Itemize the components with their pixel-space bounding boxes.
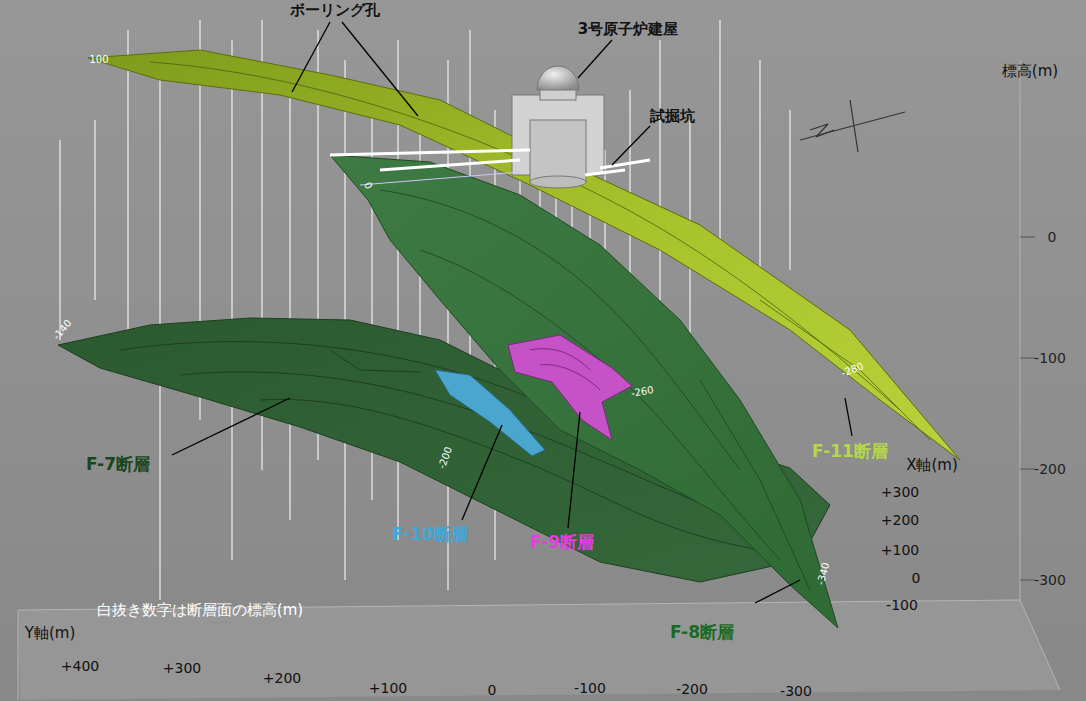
fault-f9 [508,335,632,440]
axis-title: 標高(m) [1002,63,1058,80]
fault-label: F-7断層 [86,455,150,475]
axis-tick: +100 [369,680,407,696]
axis-tick: -100 [574,680,606,696]
axis-tick: +100 [881,542,919,558]
axis-tick: -200 [676,681,708,697]
fault-f11 [88,50,960,460]
leader-lines [172,22,852,603]
axis-tick: 0 [912,570,921,586]
elevation-axis [1020,237,1035,580]
callout-label: 試掘坑 [650,108,695,125]
elevation-number: -280 [839,361,864,380]
axis-tick: +300 [163,660,201,676]
axis-tick: +300 [881,484,919,500]
axis-tick: -300 [780,683,812,699]
axis-tick: -200 [1034,461,1066,477]
fault-label: F-9断層 [530,533,594,553]
callout-label: 3号原子炉建屋 [578,21,678,38]
fault-label: F-10断層 [392,525,468,545]
elevation-number: 100 [89,54,108,66]
axis-tick: 0 [488,682,497,698]
tunnel-outline [360,172,520,185]
elevation-number: -260 [630,384,654,399]
elevation-number: -200 [436,445,455,470]
axis-title: Y軸(m) [25,625,75,642]
elevation-number: -140 [50,318,73,343]
f11-contours [150,62,930,440]
axis-tick: +200 [881,512,919,528]
fault-f10 [435,370,545,456]
axis-tick: -100 [886,597,918,613]
axis-tick: -300 [1034,572,1066,588]
test-tunnels [330,150,650,175]
axis-tick: +200 [263,670,301,686]
note: 白抜き数字は断層面の標高(m) [97,602,303,619]
axis-tick: 0 [1048,229,1057,245]
elevation-number: -340 [815,562,832,587]
bounding-box [18,60,1060,700]
f8-contours [380,190,810,590]
elevation-number: 0 [361,180,374,191]
f9-contours [530,349,600,390]
floor-plane [18,600,1060,700]
fault-label: F-11断層 [812,442,888,462]
north-arrow [800,100,905,152]
reactor-building [512,66,604,188]
callout-label: ボーリング孔 [290,2,380,19]
fault-f8 [330,155,838,628]
axis-tick: -100 [1034,350,1066,366]
axis-title: X軸(m) [906,457,958,474]
axis-tick: +400 [61,658,99,674]
fault-label: F-8断層 [670,623,734,643]
